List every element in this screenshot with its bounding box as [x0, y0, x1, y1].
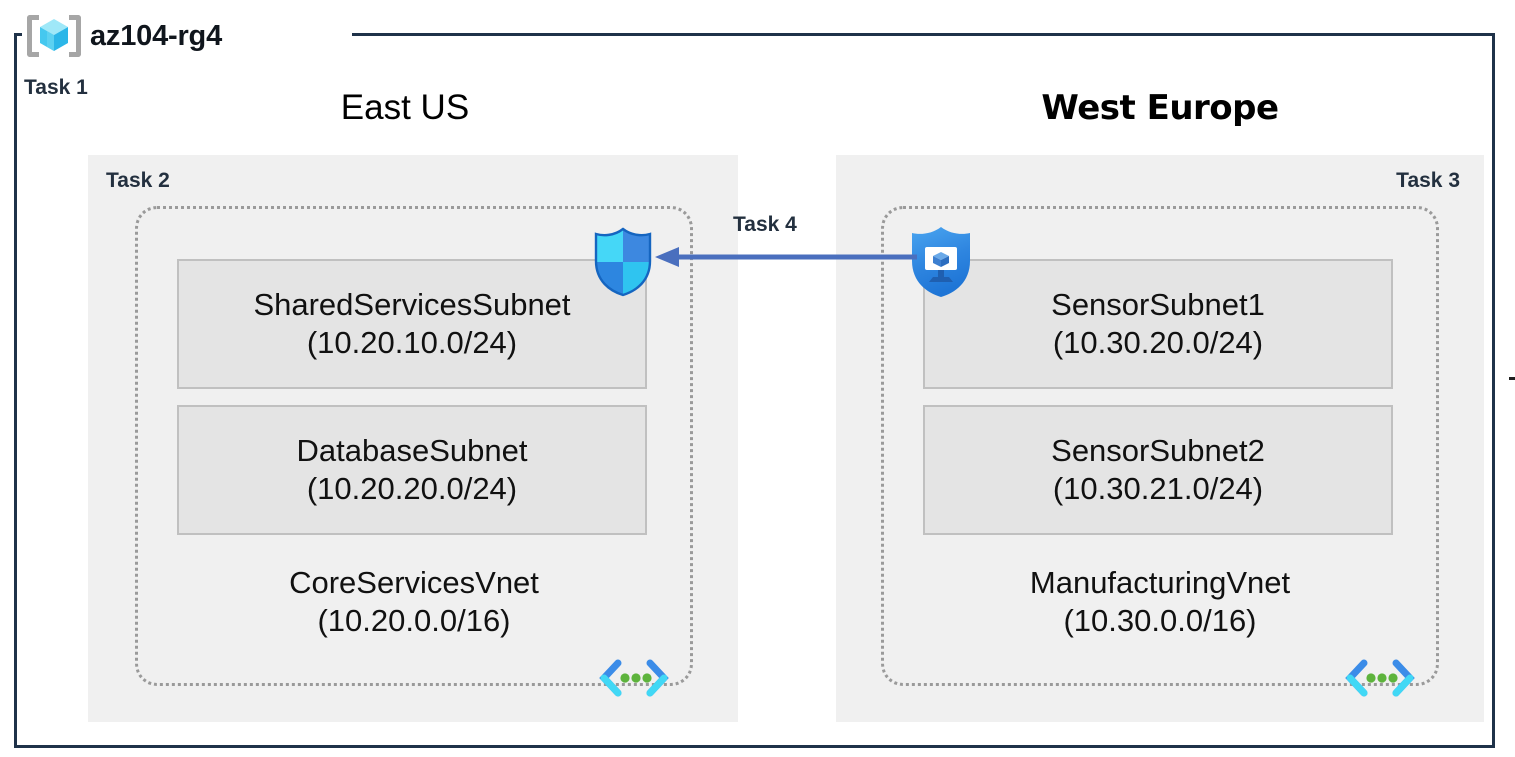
- subnet-cidr: (10.30.21.0/24): [1052, 471, 1264, 506]
- vnet-name: CoreServicesVnet: [289, 565, 539, 600]
- region-title-east: East US: [340, 88, 470, 127]
- subnet-name: SensorSubnet1: [1051, 286, 1265, 322]
- vnet-cidr: (10.20.0.0/16): [317, 603, 511, 639]
- resource-group-header: az104-rg4: [26, 14, 222, 58]
- vnet-name: ManufacturingVnet: [1029, 565, 1291, 600]
- task-1-label: Task 1: [24, 76, 88, 99]
- vnet-label-core-services: CoreServicesVnet (10.20.0.0/16): [138, 564, 690, 641]
- resource-group-cube-icon: [26, 13, 82, 59]
- subnet-name: SensorSubnet2: [1051, 432, 1265, 468]
- task-4-label: Task 4: [733, 213, 797, 236]
- subnet-name: DatabaseSubnet: [296, 432, 528, 468]
- subnet-shared-services: SharedServicesSubnet (10.20.10.0/24): [177, 259, 647, 389]
- firewall-shield-icon: [592, 227, 654, 297]
- subnet-cidr: (10.30.20.0/24): [1052, 325, 1264, 360]
- subnet-name: SharedServicesSubnet: [253, 286, 571, 322]
- task-2-label: Task 2: [106, 169, 170, 192]
- virtual-network-icon: [596, 659, 672, 699]
- region-title-west: West Europe: [1041, 88, 1279, 128]
- vnet-label-manufacturing: ManufacturingVnet (10.30.0.0/16): [884, 564, 1436, 641]
- task-3-label: Task 3: [1396, 169, 1460, 192]
- vnet-peering-arrow: [655, 243, 917, 271]
- vnet-cidr: (10.30.0.0/16): [1063, 603, 1257, 639]
- region-container-west: Task 3 SensorSubnet1 (10.30.20.0/24) Sen…: [836, 155, 1484, 722]
- vnet-core-services: SharedServicesSubnet (10.20.10.0/24) Dat…: [135, 206, 693, 697]
- subnet-database: DatabaseSubnet (10.20.20.0/24): [177, 405, 647, 535]
- virtual-network-icon: [1342, 659, 1418, 699]
- subnet-sensor-2: SensorSubnet2 (10.30.21.0/24): [923, 405, 1393, 535]
- resource-group-name: az104-rg4: [90, 19, 222, 52]
- subnet-sensor-1: SensorSubnet1 (10.30.20.0/24): [923, 259, 1393, 389]
- vnet-manufacturing: SensorSubnet1 (10.30.20.0/24) SensorSubn…: [881, 206, 1439, 697]
- subnet-cidr: (10.20.20.0/24): [306, 471, 518, 506]
- network-security-group-shield-icon: [908, 225, 974, 299]
- subnet-cidr: (10.20.10.0/24): [306, 325, 518, 360]
- bracket-left: [27, 15, 39, 57]
- edge-tick-mark: [1509, 377, 1515, 380]
- bracket-right: [69, 15, 81, 57]
- resource-group-frame: [14, 33, 1495, 748]
